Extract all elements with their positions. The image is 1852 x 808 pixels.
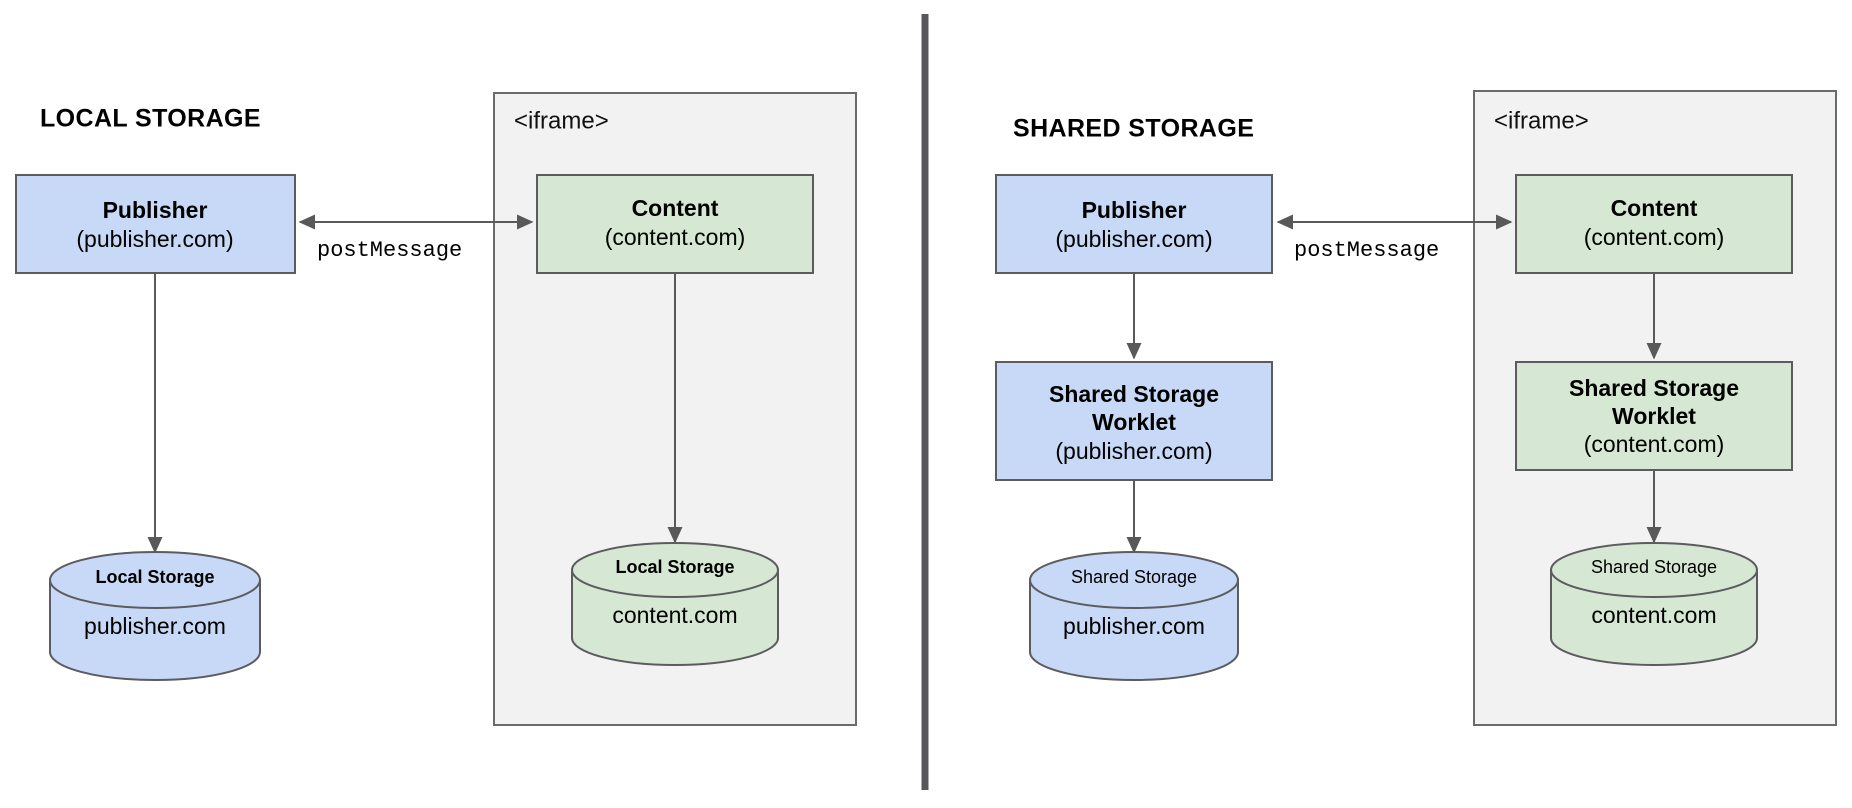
- right-publisher-storage-cylinder[interactable]: [1029, 551, 1239, 681]
- right-content-worklet-box[interactable]: [1515, 361, 1793, 471]
- right-content-subtitle: (content.com): [1584, 224, 1725, 250]
- right-panel-title: SHARED STORAGE: [1013, 115, 1254, 143]
- left-panel-title: LOCAL STORAGE: [40, 105, 261, 133]
- right-content-box[interactable]: [1515, 174, 1793, 274]
- right-postmessage-label: postMessage: [1294, 238, 1439, 263]
- left-postmessage-label: postMessage: [317, 238, 462, 263]
- right-publisher-title: Publisher: [1082, 197, 1187, 223]
- right-content-storage-cylinder[interactable]: [1550, 542, 1758, 666]
- left-publisher-box[interactable]: [15, 174, 296, 274]
- left-publisher-storage-label: Local Storage: [95, 567, 214, 587]
- right-content-storage-origin: content.com: [1591, 602, 1716, 628]
- left-section: LOCAL STORAGE <iframe> Publisher (publis…: [15, 92, 857, 726]
- right-publisher-box[interactable]: [995, 174, 1273, 274]
- left-publisher-storage-origin: publisher.com: [84, 613, 226, 639]
- left-content-title: Content: [632, 195, 719, 221]
- right-content-storage-label: Shared Storage: [1591, 557, 1717, 577]
- right-content-worklet-title-line2: Worklet: [1612, 403, 1696, 429]
- right-publisher-worklet-subtitle: (publisher.com): [1055, 438, 1212, 464]
- right-publisher-subtitle: (publisher.com): [1055, 226, 1212, 252]
- left-content-box[interactable]: [536, 174, 814, 274]
- right-section: SHARED STORAGE <iframe> Publisher (publi…: [995, 90, 1837, 726]
- right-content-worklet-subtitle: (content.com): [1584, 431, 1725, 457]
- left-content-storage-cylinder[interactable]: [571, 542, 779, 666]
- right-iframe-label: <iframe>: [1494, 107, 1589, 134]
- right-publisher-worklet-box[interactable]: [995, 361, 1273, 481]
- right-publisher-storage-label: Shared Storage: [1071, 567, 1197, 587]
- right-content-title: Content: [1611, 195, 1698, 221]
- left-content-storage-label: Local Storage: [615, 557, 734, 577]
- left-publisher-subtitle: (publisher.com): [76, 226, 233, 252]
- left-content-storage-origin: content.com: [612, 602, 737, 628]
- right-publisher-storage-origin: publisher.com: [1063, 613, 1205, 639]
- left-iframe-label: <iframe>: [514, 107, 609, 134]
- left-content-subtitle: (content.com): [605, 224, 746, 250]
- right-publisher-worklet-title-line2: Worklet: [1092, 409, 1176, 435]
- right-content-worklet-title-line1: Shared Storage: [1569, 375, 1739, 401]
- left-publisher-title: Publisher: [103, 197, 208, 223]
- right-publisher-worklet-title-line1: Shared Storage: [1049, 381, 1219, 407]
- left-publisher-storage-cylinder[interactable]: [49, 551, 261, 681]
